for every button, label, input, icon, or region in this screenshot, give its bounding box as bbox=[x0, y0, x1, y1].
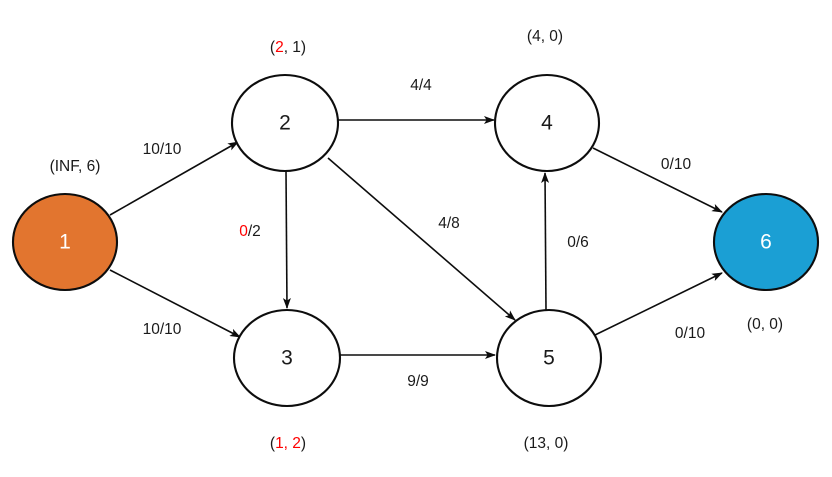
edge-label-1-to-3: 10/10 bbox=[143, 321, 182, 338]
node-4-label: 4 bbox=[541, 112, 553, 135]
node-6-annotation: (0, 0) bbox=[747, 316, 783, 333]
edge-2-to-5 bbox=[327, 157, 516, 321]
edge-1-to-2 bbox=[109, 141, 239, 216]
node-4-annotation: (4, 0) bbox=[527, 28, 563, 45]
edge-label-1-to-2: 10/10 bbox=[143, 141, 182, 158]
node-3-annotation: (1, 2) bbox=[270, 435, 306, 452]
edges-group bbox=[109, 116, 723, 359]
edge-label-5-to-6: 0/10 bbox=[675, 325, 706, 342]
edge-label-2-to-5: 4/8 bbox=[438, 215, 460, 232]
node-5-annotation: (13, 0) bbox=[524, 435, 569, 452]
node-1-label: 1 bbox=[59, 231, 71, 254]
edge-label-2-to-4: 4/4 bbox=[410, 77, 432, 94]
node-2-circle[interactable] bbox=[230, 73, 340, 173]
edge-4-to-6 bbox=[592, 147, 723, 213]
node-5-label: 5 bbox=[543, 347, 555, 370]
node-5-circle[interactable] bbox=[495, 308, 603, 408]
node-6-circle[interactable] bbox=[712, 192, 820, 292]
edge-1-to-3 bbox=[109, 269, 241, 338]
edge-label-4-to-6: 0/10 bbox=[661, 156, 692, 173]
node-4-circle[interactable] bbox=[493, 73, 601, 173]
node-2-label: 2 bbox=[279, 112, 291, 135]
node-1-annotation: (INF, 6) bbox=[50, 158, 101, 175]
edge-5-to-6 bbox=[594, 272, 723, 336]
edge-label-3-to-5: 9/9 bbox=[407, 373, 429, 390]
node-1-circle[interactable] bbox=[11, 192, 119, 292]
edge-label-2-to-3: 0/2 bbox=[239, 223, 261, 240]
nodes-group: 1 2 3 4 5 6 bbox=[11, 73, 820, 408]
node-3-circle[interactable] bbox=[232, 308, 342, 408]
node-3-label: 3 bbox=[281, 347, 293, 370]
edge-2-to-3 bbox=[282, 170, 291, 309]
edge-label-5-to-4: 0/6 bbox=[567, 234, 589, 251]
edge-5-to-4 bbox=[541, 172, 550, 311]
node-2-annotation: (2, 1) bbox=[270, 39, 306, 56]
labels-group: (INF, 6) (2, 1) (1, 2) (4, 0) (13, 0) (0, 0) 1… bbox=[50, 28, 784, 452]
node-6-label: 6 bbox=[760, 231, 772, 254]
